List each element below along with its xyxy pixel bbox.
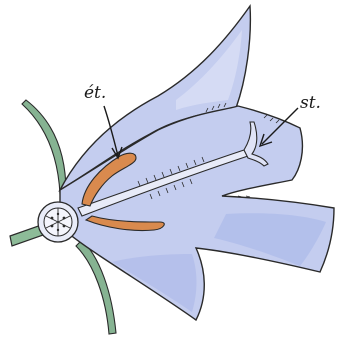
label-stigmate: st.: [300, 93, 321, 113]
ovary-section: [38, 202, 78, 242]
sepal-upper: [22, 100, 66, 194]
petal-shading-lower: [112, 254, 197, 312]
label-etamine: ét.: [84, 83, 106, 103]
